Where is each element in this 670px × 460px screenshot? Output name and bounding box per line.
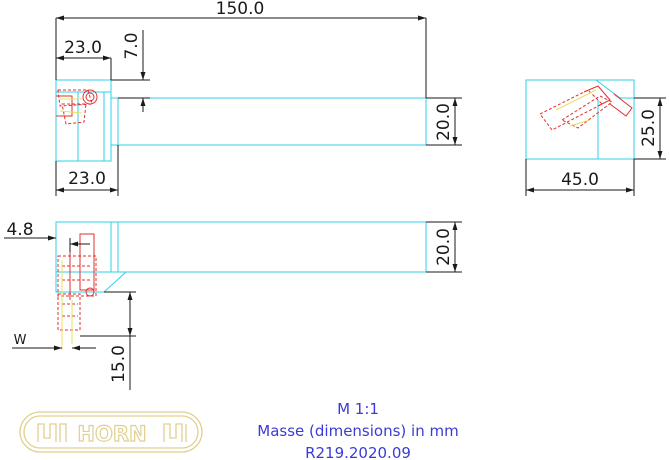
dim-end-view-height: 25.0 (639, 109, 659, 147)
top-view (4, 221, 462, 390)
dim-head-length-bottom: 23.0 (68, 169, 106, 189)
units-label: Masse (dimensions) in mm (257, 422, 458, 440)
end-view (525, 79, 666, 196)
clamp-end-view (539, 85, 633, 131)
clamp-screw-front (56, 89, 98, 125)
horn-logo: HORN (19, 411, 203, 453)
scale-label: M 1:1 (337, 400, 379, 418)
clamp-top-view (57, 233, 97, 350)
dim-head-length-top: 23.0 (64, 38, 102, 58)
dim-shank-height-top: 20.0 (434, 228, 454, 266)
dim-head-depth: 15.0 (109, 345, 129, 383)
logo-text: HORN (77, 422, 146, 446)
part-number: R219.2020.09 (305, 444, 411, 460)
dim-insert-offset: 4.8 (6, 220, 33, 240)
dim-end-view-width: 45.0 (561, 170, 599, 190)
dim-w-label: W (14, 333, 27, 348)
dim-shank-height-front: 20.0 (434, 103, 454, 141)
dim-overall-length: 150.0 (216, 0, 265, 19)
front-view (55, 15, 462, 196)
dim-head-offset: 7.0 (122, 32, 142, 59)
